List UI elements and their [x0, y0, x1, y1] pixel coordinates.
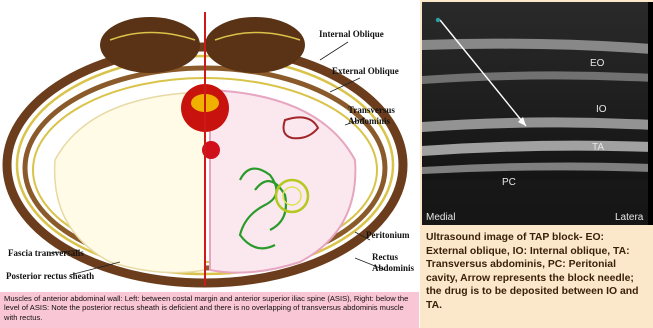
us-label-pc: PC: [502, 177, 516, 188]
label-rectus-abdominis: Abdominis: [372, 263, 414, 273]
label-posterior-rectus-sheath: Posterior rectus sheath: [6, 271, 94, 281]
us-label-lateral: Latera: [615, 212, 643, 223]
rectus-left: [100, 17, 200, 73]
label-transversus: Transversus: [348, 105, 395, 115]
us-label-ta: TA: [592, 142, 604, 153]
anatomy-caption: Muscles of anterior abdominal wall: Left…: [0, 292, 419, 328]
label-abdominis: Abdominis: [348, 116, 390, 126]
ultrasound-caption: Ultrasound image of TAP block- EO: Exter…: [420, 228, 653, 316]
ultrasound-panel: EO IO TA PC Medial Latera Ultrasound ima…: [420, 0, 653, 328]
label-fascia-transversalis: Fascia transversalis: [8, 248, 84, 258]
us-label-eo: EO: [590, 58, 604, 69]
label-rectus: Rectus: [372, 252, 398, 262]
anatomy-panel: Internal Oblique External Oblique Transv…: [0, 0, 419, 328]
label-external-oblique: External Oblique: [332, 66, 399, 76]
ultrasound-image: [422, 2, 653, 225]
label-peritonium: Peritonium: [366, 230, 410, 240]
us-label-io: IO: [596, 104, 607, 115]
us-label-medial: Medial: [426, 212, 455, 223]
rectus-right: [205, 17, 305, 73]
label-internal-oblique: Internal Oblique: [319, 29, 384, 39]
